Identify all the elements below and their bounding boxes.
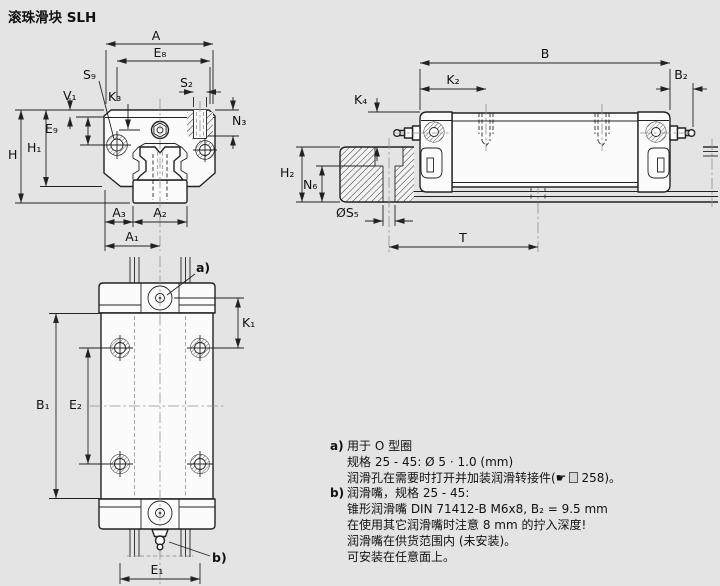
side-rail-section	[339, 138, 414, 252]
page-title: 滚珠滑块 SLH	[8, 10, 97, 26]
top-view: a) K₁ B₁ E₂ b) E₁	[36, 256, 255, 584]
note-a-line3-pre: 润滑孔在需要时打开并加装润滑转接件(☛	[347, 470, 567, 485]
top-mounting-holes	[107, 335, 213, 477]
dim-label-k3: K₃	[108, 89, 121, 104]
note-b-line1: 润滑嘴，规格 25 - 45:	[347, 486, 470, 501]
dim-label-n6: N₆	[303, 177, 317, 192]
dim-label-k2: K₂	[446, 72, 459, 87]
top-dimensions: a) K₁ B₁ E₂ b) E₁	[36, 260, 255, 584]
note-b-line5: 可安装在任意面上。	[347, 549, 456, 564]
front-channel-outline	[132, 143, 188, 180]
dim-label-a1: A₁	[125, 229, 139, 244]
dim-label-e8: E₈	[154, 45, 167, 60]
dim-label-s9: S₉	[83, 67, 96, 82]
note-a-tag: a)	[330, 439, 344, 453]
side-dimensions: B K₂ B₂ K₄ H₂ N₆ ØS₅	[280, 46, 707, 250]
top-grease-nipple	[151, 528, 169, 551]
front-hole-right	[193, 138, 217, 162]
callout-label-b: b)	[212, 550, 227, 565]
note-a-line2: 规格 25 - 45: Ø 5 · 1.0 (mm)	[347, 454, 514, 469]
dim-label-s5: ØS₅	[336, 205, 359, 220]
note-a-line3: 润滑孔在需要时打开并加装润滑转接件(☛ 258)。	[347, 471, 621, 487]
dim-label-e9: E₉	[45, 121, 58, 136]
dim-label-e1: E₁	[151, 562, 164, 577]
front-section-view: A E₈ S₉ K₃ V₁ E₉ H₁	[8, 28, 246, 251]
dim-label-k4: K₄	[354, 92, 367, 107]
note-b-line3: 在使用其它润滑嘴时注意 8 mm 的拧入深度!	[347, 517, 587, 532]
side-carriage	[393, 104, 698, 193]
dim-label-b: B	[541, 46, 550, 61]
dim-label-b1: B₁	[36, 397, 50, 412]
dim-label-a3: A₃	[112, 205, 126, 220]
callout-label-a: a)	[196, 260, 210, 275]
side-rail-hidden-hole	[530, 183, 546, 252]
dim-label-k1: K₁	[242, 315, 255, 330]
note-b-line4: 润滑嘴在供货范围内 (未安装)。	[347, 533, 517, 548]
dim-label-h: H	[8, 147, 17, 162]
page-icon	[569, 471, 579, 483]
side-thread-holes	[478, 104, 610, 151]
side-view: B K₂ B₂ K₄ H₂ N₆ ØS₅	[280, 46, 718, 252]
dim-label-s2: S₂	[180, 75, 193, 90]
note-a: a) 用于 O 型圈 规格 25 - 45: Ø 5 · 1.0 (mm) 润滑…	[330, 439, 716, 486]
dim-label-n3: N₃	[232, 113, 246, 128]
dim-label-h1: H₁	[27, 140, 41, 155]
front-thread-hole-s2	[187, 101, 213, 148]
dim-label-h2: H₂	[280, 165, 294, 180]
footnotes: a) 用于 O 型圈 规格 25 - 45: Ø 5 · 1.0 (mm) 润滑…	[330, 439, 716, 565]
front-rail-profile	[132, 99, 188, 251]
dim-label-a-width: A	[152, 28, 161, 43]
dim-label-v1: V₁	[63, 88, 77, 103]
front-dimensions: A E₈ S₉ K₃ V₁ E₉ H₁	[8, 28, 246, 251]
note-b-line2: 锥形润滑嘴 DIN 71412-B M6x8, B₂ = 9.5 mm	[347, 502, 608, 517]
note-b: b) 润滑嘴，规格 25 - 45: 锥形润滑嘴 DIN 71412-B M6x…	[330, 486, 716, 565]
dim-label-b2: B₂	[674, 67, 688, 82]
note-a-line1: 用于 O 型圈	[347, 439, 413, 453]
dim-label-a2: A₂	[153, 205, 167, 220]
dim-label-e2: E₂	[69, 397, 82, 412]
front-hole-left	[103, 131, 131, 159]
top-rail-stub-lower	[127, 529, 193, 557]
note-b-tag: b)	[330, 486, 345, 501]
note-a-line3-post: 258)。	[581, 470, 622, 485]
dim-label-t: T	[458, 230, 467, 245]
